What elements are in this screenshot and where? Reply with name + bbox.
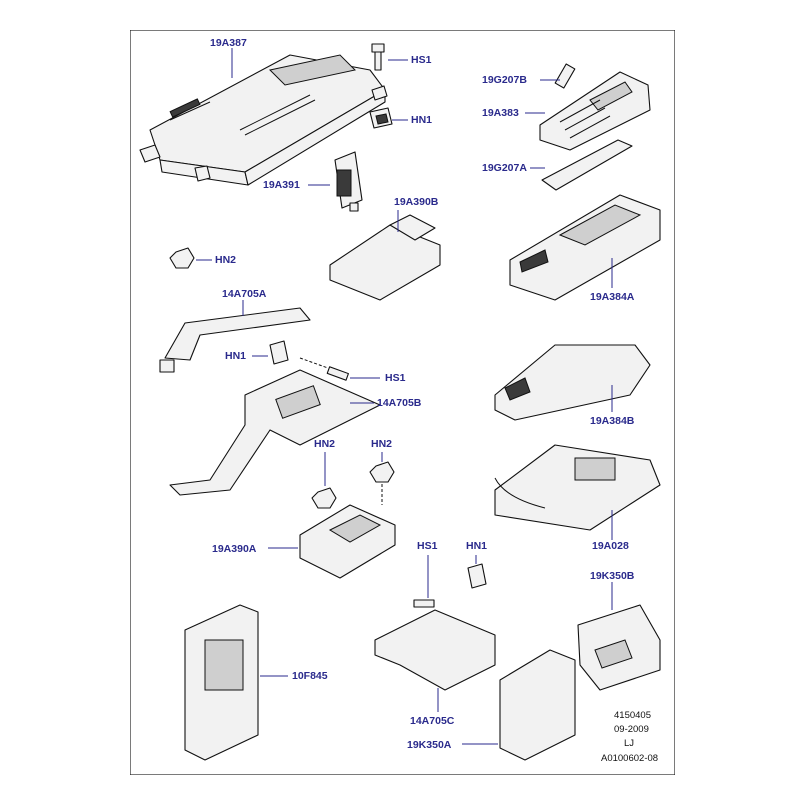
part-19A383-handset [539, 71, 651, 151]
label-HN2-center: HN2 [314, 438, 336, 450]
label-19K350A: 19K350A [407, 739, 452, 751]
label-HN1-top: HN1 [411, 114, 433, 126]
label-14A705B: 14A705B [377, 397, 422, 409]
label-HN2-right: HN2 [371, 438, 393, 450]
label-19A391: 19A391 [263, 179, 300, 191]
part-14A705C-bracket [374, 609, 496, 691]
drawing-initials: LJ [624, 738, 635, 749]
drawing-date: 09-2009 [614, 724, 649, 735]
label-19A384B: 19A384B [590, 415, 635, 427]
drawing-ref-number: 4150405 [614, 710, 651, 721]
label-HN1-lower: HN1 [466, 540, 488, 552]
part-19A384B-cradle [494, 344, 651, 421]
label-19A387: 19A387 [210, 37, 247, 49]
part-19A028-tray [494, 444, 661, 531]
part-HN1-clip-mid [269, 340, 289, 365]
label-19G207A: 19G207A [482, 162, 527, 174]
part-19G207A-cover [541, 139, 633, 191]
part-HN1-clip-lower [467, 563, 487, 589]
part-HS1-screw-lower [413, 599, 435, 608]
part-HN2-nut-right [369, 461, 395, 483]
part-HN2-nut-center [311, 487, 337, 509]
label-HS1-top: HS1 [411, 54, 432, 66]
part-19K350A-module [499, 649, 576, 761]
label-19A390A: 19A390A [212, 543, 257, 555]
label-HN2-left: HN2 [215, 254, 237, 266]
label-HS1-lower: HS1 [417, 540, 438, 552]
label-19A028: 19A028 [592, 540, 629, 552]
part-14A705B-bracket [169, 369, 381, 496]
label-19A383: 19A383 [482, 107, 519, 119]
label-19A390B: 19A390B [394, 196, 439, 208]
part-19A391-connector [334, 151, 363, 212]
part-19A384A-cradle [509, 194, 661, 301]
part-HS1-screw-mid [326, 366, 349, 381]
part-19A387-module [139, 54, 388, 186]
parts-diagram-frame [130, 30, 675, 775]
label-19A384A: 19A384A [590, 291, 635, 303]
drawing-code: A0100602-08 [601, 753, 659, 764]
part-19G207B-battery [554, 63, 576, 89]
label-10F845: 10F845 [292, 670, 328, 682]
part-19A390B-module [329, 214, 441, 301]
part-19A390A-module [299, 504, 396, 579]
label-HS1-mid: HS1 [385, 372, 406, 384]
label-14A705C: 14A705C [410, 715, 455, 727]
label-HN1-mid: HN1 [225, 350, 247, 362]
part-HS1-screw-top [371, 43, 385, 71]
part-19K350B-camera [577, 604, 661, 691]
part-10F845-module [184, 604, 259, 761]
part-14A705A-bracket [159, 307, 311, 373]
part-HN1-clip-top [369, 107, 393, 129]
label-19K350B: 19K350B [590, 570, 635, 582]
label-19G207B: 19G207B [482, 74, 527, 86]
part-HN2-nut-left [169, 247, 195, 269]
label-14A705A: 14A705A [222, 288, 267, 300]
